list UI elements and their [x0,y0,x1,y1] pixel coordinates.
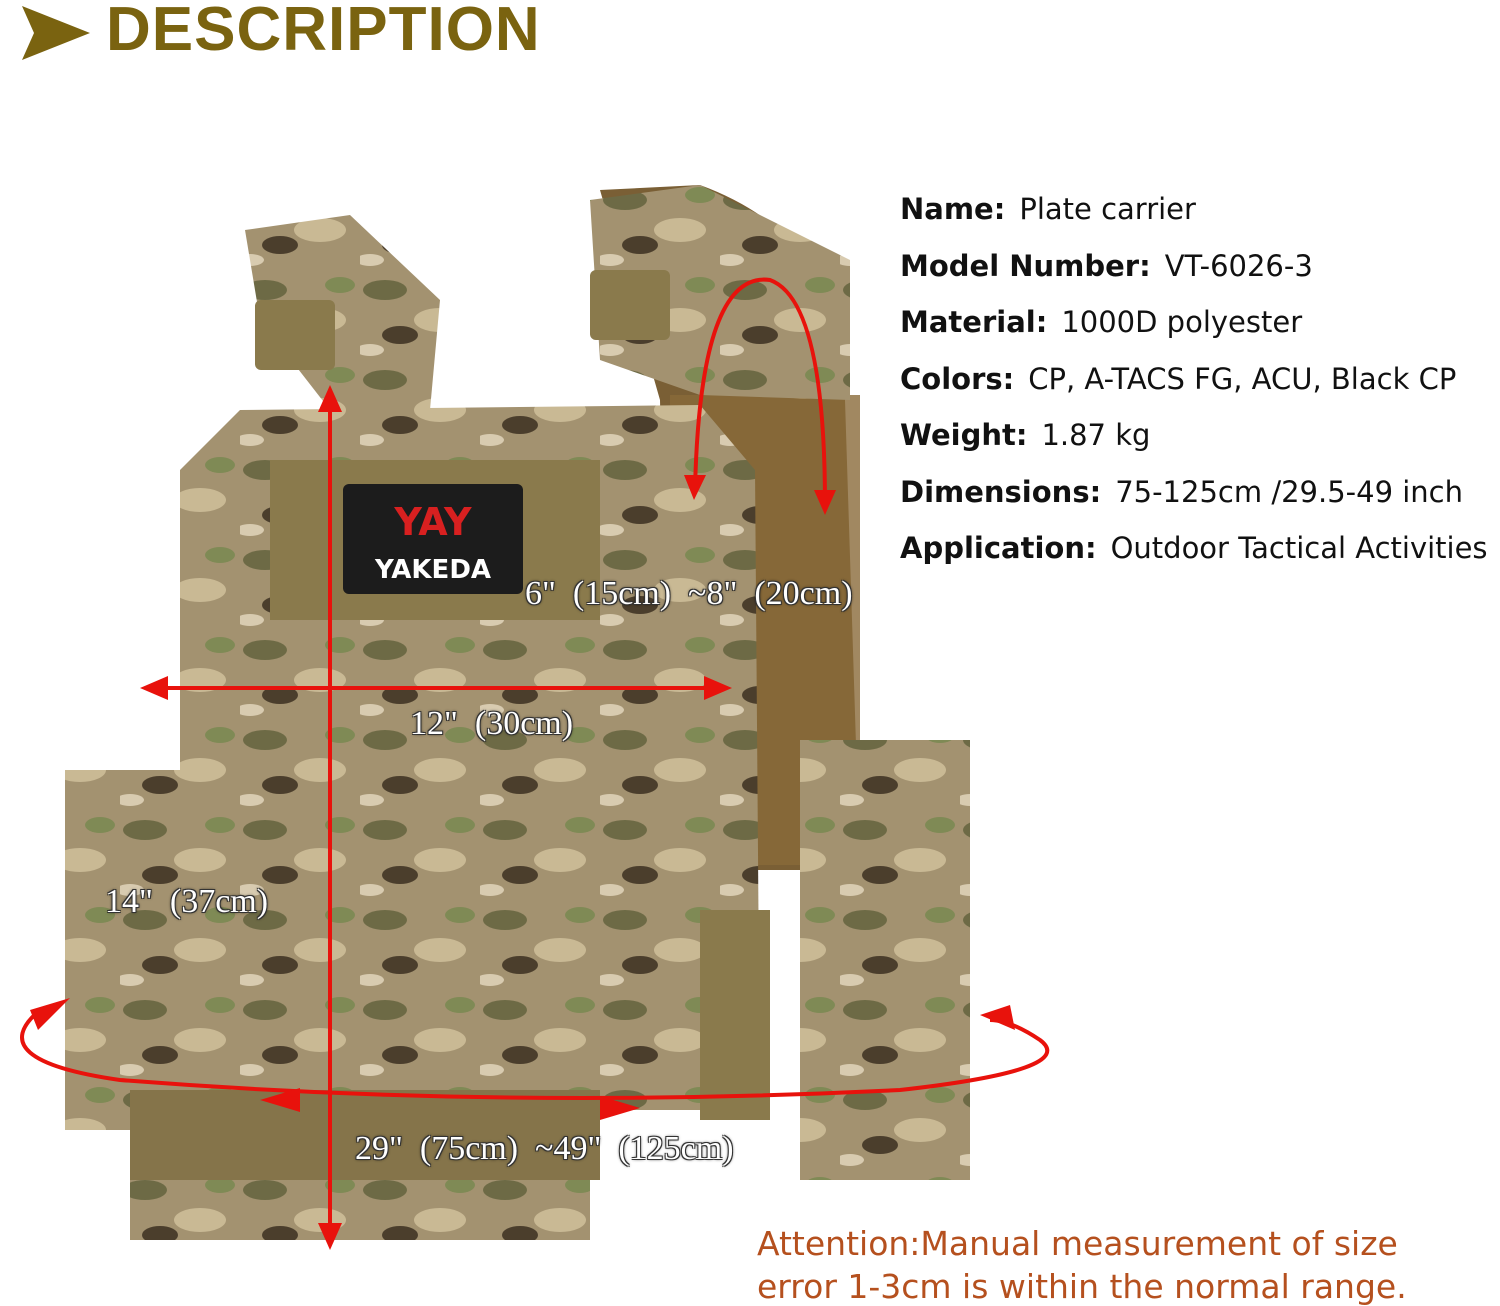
spec-value: 1000D polyester [1061,305,1303,339]
spec-colors: Colors: CP, A-TACS FG, ACU, Black CP [900,362,1488,419]
spec-value: CP, A-TACS FG, ACU, Black CP [1028,361,1457,396]
spec-value: Outdoor Tactical Activities [1110,531,1488,565]
svg-text:YAY: YAY [393,500,472,544]
spec-weight: Weight: 1.87 kg [900,418,1488,475]
spec-label: Weight: [900,418,1028,452]
waist-measurement: 29" (75cm) ~49" (125cm) [355,1130,734,1167]
spec-dimensions: Dimensions: 75-125cm /29.5-49 inch [900,475,1488,532]
shoulder-measurement: 6" (15cm) ~8" (20cm) [525,575,853,612]
spec-label: Name: [900,192,1006,226]
spec-name: Name: Plate carrier [900,192,1488,249]
spec-label: Material: [900,305,1048,339]
height-measurement: 14" (37cm) [105,883,269,920]
section-title: DESCRIPTION [106,0,541,64]
spec-material: Material: 1000D polyester [900,305,1488,362]
vest-shoulder-straps [245,185,850,410]
spec-value: Plate carrier [1019,192,1196,226]
spec-label: Colors: [900,361,1015,396]
spec-value: 1.87 kg [1041,418,1151,452]
spec-value: 75-125cm /29.5-49 inch [1115,474,1464,509]
attention-note: Attention:Manual measurement of size err… [757,1224,1407,1306]
svg-text:YAKEDA: YAKEDA [374,555,491,585]
magazine-pouches [130,850,770,1240]
spec-label: Application: [900,531,1097,565]
cummerbund-right [800,740,970,1180]
width-measurement: 12" (30cm) [410,705,574,742]
spec-model-number: Model Number: VT-6026-3 [900,249,1488,306]
spec-list: Name: Plate carrier Model Number: VT-6026-… [900,192,1488,588]
spec-label: Dimensions: [900,474,1102,509]
play-arrow-icon [22,6,90,60]
yakeda-patch: YAY YAKEDA [343,484,523,594]
spec-application: Application: Outdoor Tactical Activities [900,531,1488,588]
spec-label: Model Number: [900,248,1151,283]
spec-value: VT-6026-3 [1164,248,1313,283]
measurement-arrows [20,277,1050,1250]
